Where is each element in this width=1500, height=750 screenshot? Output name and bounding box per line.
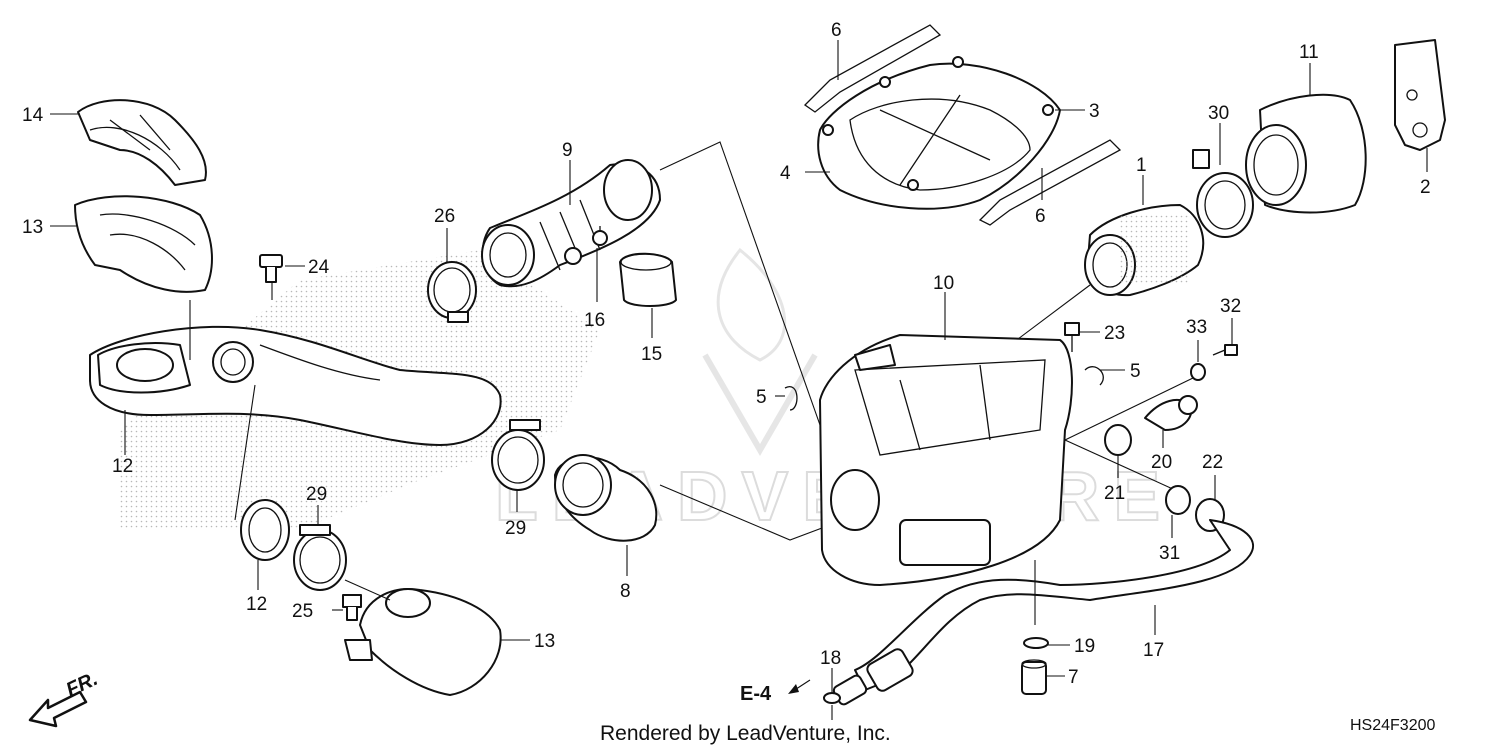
- callout-28: 26: [434, 206, 455, 227]
- part-12-ring: [240, 499, 290, 561]
- callout-8: 8: [620, 581, 631, 602]
- callout-6a: 6: [831, 20, 842, 41]
- part-5a-clip: [784, 386, 798, 411]
- callout-32: 32: [1220, 296, 1241, 317]
- part-31-grommet: [1165, 485, 1191, 515]
- callout-11: 11: [1299, 42, 1319, 63]
- part-19-drain-tube: [832, 519, 1255, 706]
- part-30-clamp: [1192, 149, 1254, 238]
- callout-4: 4: [780, 163, 791, 184]
- callout-18: 16: [584, 310, 605, 331]
- callout-7: 7: [1068, 667, 1079, 688]
- part-6a-wire: [803, 24, 942, 113]
- part-29a-clamp: [491, 419, 545, 491]
- part-10-airbox: [819, 334, 1073, 586]
- reference-label: E-4: [740, 683, 772, 705]
- leader-33-box: [1064, 377, 1194, 441]
- leader-12b: [234, 384, 256, 521]
- part-23-grommet: [1104, 424, 1132, 456]
- front-direction-arrow: [28, 690, 88, 728]
- callout-23: 21: [1104, 483, 1125, 504]
- part-17-cap: [619, 252, 677, 307]
- part-16-cover: [77, 99, 207, 186]
- part-6b-wire: [978, 139, 1122, 226]
- part-22-valve: [1144, 395, 1198, 431]
- callout-9: 9: [562, 140, 573, 161]
- leader-13b: [344, 579, 391, 601]
- part-32-screw: [1212, 344, 1238, 356]
- callout-22: 20: [1151, 452, 1172, 473]
- leader-31-box: [1064, 439, 1176, 491]
- callout-12: 12: [246, 594, 267, 615]
- part-9-tube: [481, 159, 661, 288]
- part-18-clip: [592, 226, 608, 246]
- callout-27: 25: [292, 601, 313, 622]
- footer-credit: Rendered by LeadVenture, Inc.: [600, 722, 891, 745]
- part-11-cylinder: [1245, 93, 1367, 214]
- part-27-fastener: [342, 594, 362, 621]
- callout-31: 31: [1159, 543, 1180, 564]
- part-7-plug: [1021, 659, 1047, 695]
- callout-24: 22: [1202, 452, 1223, 473]
- part-13-snorkel: [344, 588, 502, 696]
- part-20-clip: [823, 692, 841, 704]
- callout-5a: 5: [756, 387, 767, 408]
- callout-29a: 29: [505, 518, 526, 539]
- part-33-washer: [1190, 363, 1206, 381]
- leader-9-to-box: [659, 141, 821, 426]
- callout-19: 17: [1143, 640, 1164, 661]
- callout-25: 23: [1104, 323, 1125, 344]
- part-15-tray: [74, 195, 213, 293]
- watermark-logo: [702, 247, 818, 456]
- callout-3: 3: [1089, 101, 1100, 122]
- part-28-clamp: [427, 261, 477, 323]
- callout-20: 18: [820, 648, 841, 669]
- drawing-code: HS24F3200: [1350, 717, 1435, 734]
- part-29b-clamp: [293, 524, 347, 591]
- leader-8-to-box: [659, 484, 831, 541]
- callout-13: 13: [534, 631, 555, 652]
- callout-29b: 29: [306, 484, 327, 505]
- part-5b-clip: [1084, 366, 1104, 386]
- part-25-bolt: [1064, 322, 1080, 352]
- part-1-filter: [1084, 204, 1205, 297]
- callout-15: 13: [22, 217, 43, 238]
- callout-6b: 6: [1035, 206, 1046, 227]
- part-2-bracket: [1394, 39, 1446, 151]
- callout-2: 2: [1420, 177, 1431, 198]
- callout-30: 30: [1208, 103, 1229, 124]
- callout-21: 19: [1074, 636, 1095, 657]
- callout-17: 15: [641, 344, 662, 365]
- callout-5b: 5: [1130, 361, 1141, 382]
- callout-33: 33: [1186, 317, 1207, 338]
- callout-10: 10: [933, 273, 954, 294]
- reference-arrow: [788, 679, 811, 694]
- part-21-clip: [1023, 637, 1049, 649]
- part-4-lid: [817, 56, 1061, 210]
- callout-14: 12: [112, 456, 133, 477]
- part-14-duct: [89, 325, 502, 446]
- callout-26: 24: [308, 257, 330, 278]
- part-8-boot: [554, 454, 658, 542]
- callout-16: 14: [22, 105, 44, 126]
- part-26-clip: [259, 254, 283, 283]
- callout-1: 1: [1136, 155, 1147, 176]
